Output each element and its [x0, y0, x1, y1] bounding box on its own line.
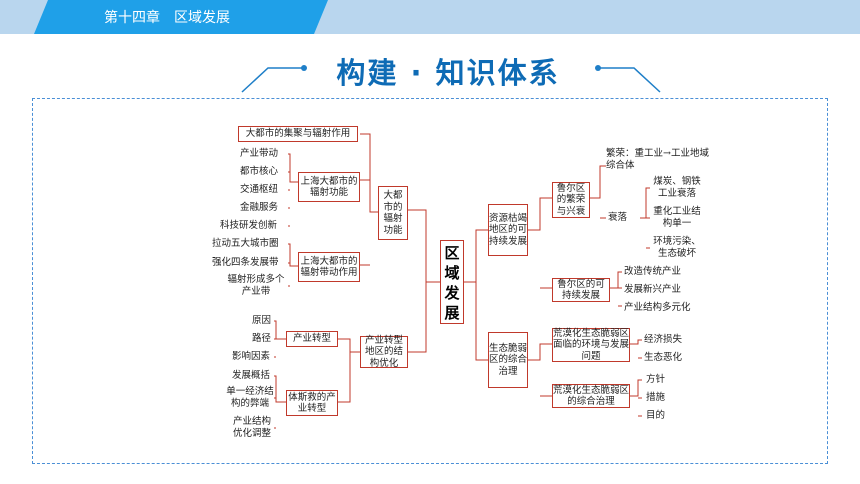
sustain-leaf: 产业结构多元化 — [624, 302, 691, 313]
chapter-title: 第十四章 区域发展 — [104, 10, 230, 26]
transition-leaf: 影响因素 — [232, 351, 271, 362]
sub1-leaf: 交通枢纽 — [240, 184, 279, 195]
transition-leaf: 单一经济结构的弊端 — [226, 386, 274, 409]
governance-leaf: 方针 — [646, 374, 666, 385]
chapter-tab — [34, 0, 328, 34]
decline-item: 环境污染、生态破坏 — [653, 236, 701, 259]
sub1-leaf: 金融服务 — [240, 202, 279, 213]
section-title: 构建 · 知识体系 — [336, 56, 560, 90]
governance-leaf: 目的 — [646, 410, 666, 421]
decline-leaf: 衰落 — [608, 212, 628, 223]
sub1-leaf: 科技研发创新 — [220, 220, 278, 231]
transition-item-2: 体斯救的产业转型 — [286, 390, 338, 416]
sustain-leaf: 改造传统产业 — [624, 266, 682, 277]
decline-item: 重化工业结构单一 — [653, 206, 701, 229]
metropolis-item-1: 大都市的集聚与辐射作用 — [238, 126, 358, 142]
center-topic: 区域发展 — [440, 240, 464, 324]
mind-map-frame — [32, 98, 828, 464]
problem-leaf: 经济损失 — [644, 334, 683, 345]
transition-item-1: 产业转型 — [286, 331, 338, 347]
transition-leaf: 路径 — [252, 333, 272, 344]
metropolis-item-2: 上海大都市的辐射功能 — [298, 172, 360, 202]
transition-leaf: 原因 — [252, 315, 272, 326]
sub2-leaf: 强化四条发展带 — [212, 257, 279, 268]
sub1-leaf: 产业带动 — [240, 148, 279, 159]
branch-industry-transition: 产业转型地区的结构优化 — [360, 335, 408, 369]
prosper-leaf: 繁荣：重工业→工业地域综合体 — [606, 148, 709, 171]
decline-item: 煤炭、钢铁工业衰落 — [653, 176, 701, 199]
ruhr-item-2: 鲁尔区的可持续发展 — [552, 278, 610, 302]
branch-metropolis: 大都市的辐射功能 — [378, 186, 408, 240]
eco-item-1: 荒漠化生态脆弱区面临的环境与发展问题 — [552, 327, 630, 362]
sub1-leaf: 都市核心 — [240, 166, 279, 177]
sub2-leaf: 拉动五大城市圈 — [212, 238, 279, 249]
eco-item-2: 荒漠化生态脆弱区的综合治理 — [552, 384, 630, 408]
governance-leaf: 措施 — [646, 392, 666, 403]
transition-leaf: 发展概括 — [232, 370, 271, 381]
branch-eco-fragile: 生态脆弱区的综合治理 — [488, 332, 528, 388]
transition-leaf: 产业结构优化调整 — [232, 416, 271, 439]
branch-resource-depletion: 资源枯竭地区的可持续发展 — [488, 204, 528, 256]
problem-leaf: 生态恶化 — [644, 352, 683, 363]
sustain-leaf: 发展新兴产业 — [624, 284, 682, 295]
sub2-leaf: 辐射形成多个产业带 — [227, 274, 285, 297]
metropolis-item-3: 上海大都市的辐射带动作用 — [298, 252, 360, 282]
ruhr-item-1: 鲁尔区的繁荣与兴衰 — [552, 182, 590, 218]
